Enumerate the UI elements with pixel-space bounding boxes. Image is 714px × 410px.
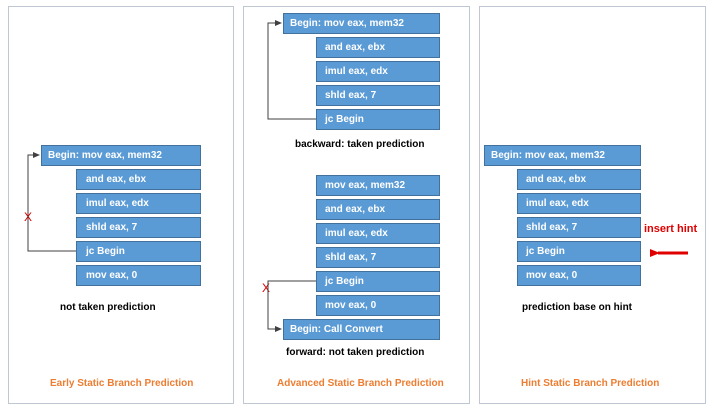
p3-caption: Hint Static Branch Prediction (521, 378, 660, 389)
p2b-note: backward: taken prediction (295, 139, 425, 150)
p1-note: not taken prediction (60, 302, 156, 313)
p2f-row-shld: shld eax, 7 (316, 247, 440, 268)
p1-row-jc: jc Begin (76, 241, 201, 262)
p3-row-shld: shld eax, 7 (517, 217, 641, 238)
p1-x-mark: X (24, 210, 33, 224)
p2f-row-jc: jc Begin (316, 271, 440, 292)
p2f-row-mov: mov eax, mem32 (316, 175, 440, 196)
p2f-note: forward: not taken prediction (286, 347, 425, 358)
p2b-row-shld: shld eax, 7 (316, 85, 440, 106)
p1-row-and: and eax, ebx (76, 169, 201, 190)
p3-row-imul: imul eax, edx (517, 193, 641, 214)
p3-row-jc: jc Begin (517, 241, 641, 262)
p1-row-shld: shld eax, 7 (76, 217, 201, 238)
p2f-row-imul: imul eax, edx (316, 223, 440, 244)
p1-row-begin: Begin: mov eax, mem32 (41, 145, 201, 166)
p2f-row-call: Begin: Call Convert (283, 319, 440, 340)
p2b-row-begin: Begin: mov eax, mem32 (283, 13, 440, 34)
p2-x-mark: X (262, 281, 271, 295)
p1-row-mov: mov eax, 0 (76, 265, 201, 286)
p2b-row-jc: jc Begin (316, 109, 440, 130)
p2-caption: Advanced Static Branch Prediction (277, 378, 444, 389)
p3-row-mov: mov eax, 0 (517, 265, 641, 286)
insert-hint-label: insert hint (644, 223, 698, 235)
p3-note: prediction base on hint (522, 302, 633, 313)
p1-row-imul: imul eax, edx (76, 193, 201, 214)
p2f-row-mov0: mov eax, 0 (316, 295, 440, 316)
p2b-row-imul: imul eax, edx (316, 61, 440, 82)
p3-row-begin: Begin: mov eax, mem32 (484, 145, 641, 166)
p2f-row-and: and eax, ebx (316, 199, 440, 220)
p1-caption: Early Static Branch Prediction (50, 378, 194, 389)
p2b-row-and: and eax, ebx (316, 37, 440, 58)
p3-row-and: and eax, ebx (517, 169, 641, 190)
